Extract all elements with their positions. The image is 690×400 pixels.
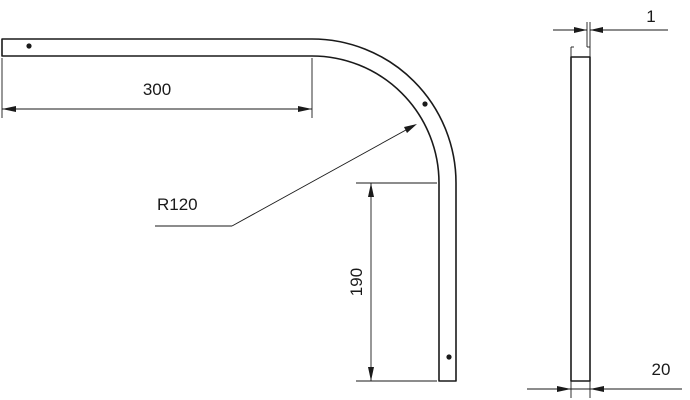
arrow-width-left [557,386,571,392]
dimension-label-width: 20 [652,360,671,379]
bracket-side-view [570,46,591,382]
arrow-width-right [590,386,604,392]
dimension-label-300: 300 [143,80,171,99]
radius-arrow [404,124,417,133]
dimension-label-radius: R120 [157,195,198,214]
dimension-thickness: 1 [553,7,668,47]
dimension-label-thickness: 1 [646,7,655,26]
mounting-hole-curve [422,101,428,107]
bracket-outline [1,38,457,382]
arrow-thickness-right [590,27,603,33]
arrow-right [298,106,312,112]
arrow-top [368,183,374,197]
mounting-hole-bottom [446,354,452,360]
bent-bracket-profile [1,38,457,382]
arrow-thickness-left [574,27,587,33]
dimension-width: 20 [527,360,682,398]
dimension-radius: R120 [155,124,417,227]
mounting-hole-left [26,43,32,49]
dimension-label-190: 190 [347,268,366,296]
arrow-left [2,106,16,112]
dimension-300: 300 [1,58,313,118]
side-view-outline [570,56,591,382]
arrow-bottom [368,367,374,381]
dimension-190: 190 [347,182,437,382]
radius-leader [231,124,416,227]
